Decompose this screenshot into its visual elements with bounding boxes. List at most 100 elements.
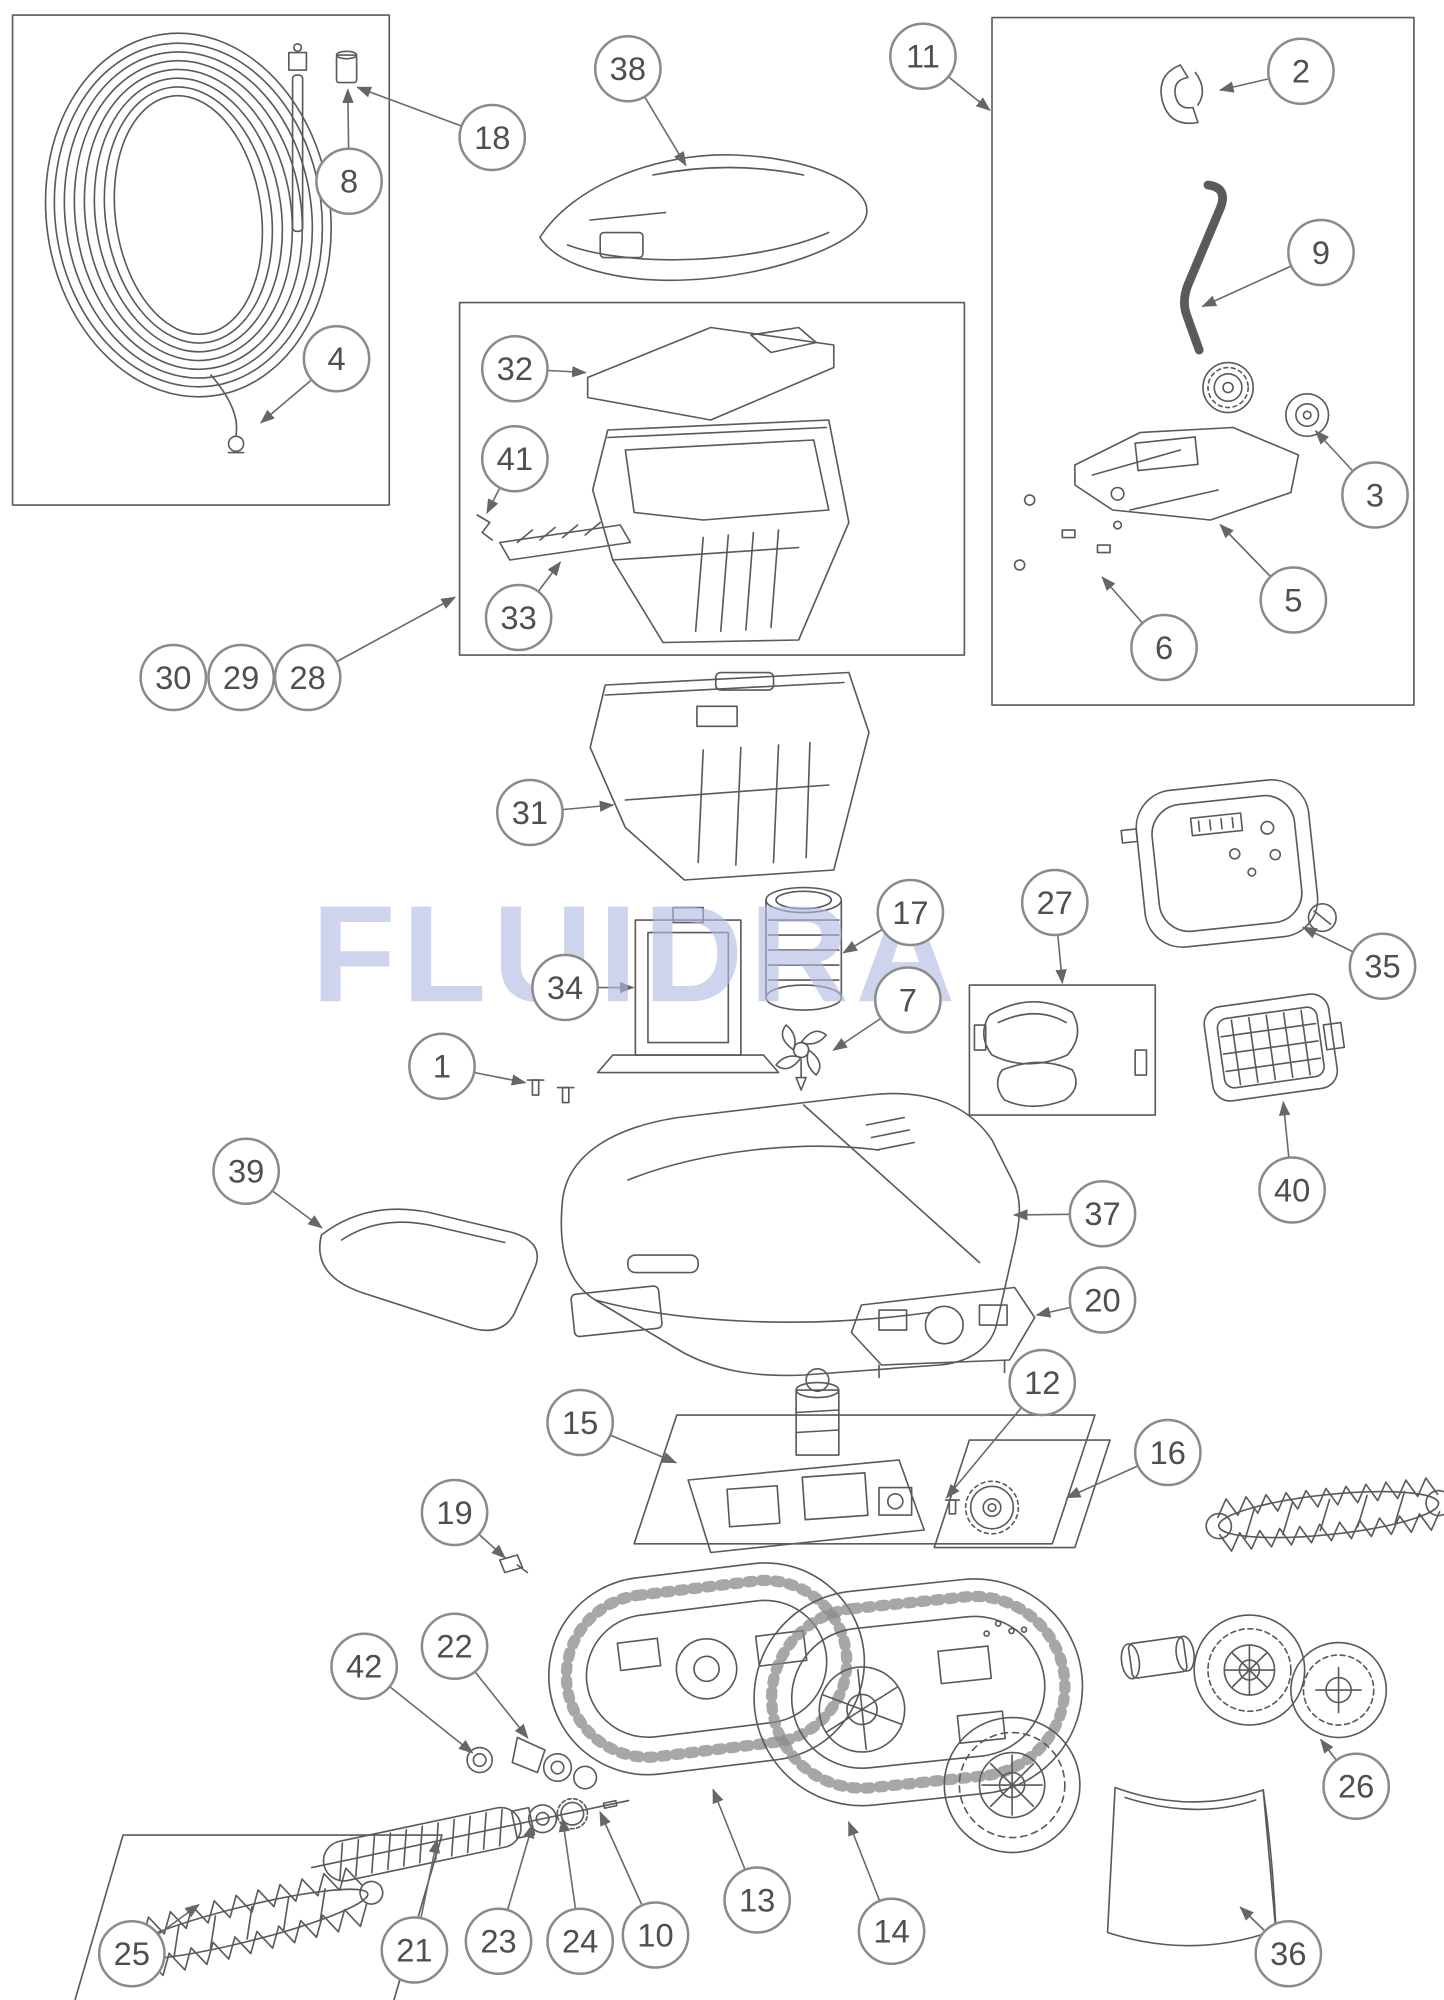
leader-line-38 (644, 96, 687, 167)
callout-24: 24 (546, 1907, 615, 1975)
callout-41: 41 (480, 425, 549, 493)
part-filter-cartridge (765, 886, 843, 1011)
callout-15: 15 (546, 1388, 615, 1457)
callout-29: 29 (207, 643, 275, 712)
watermark: FLUIDRA (311, 877, 962, 1032)
leader-line-9 (1201, 265, 1291, 308)
part-tray (586, 326, 835, 421)
part-basket-top (476, 419, 850, 644)
callout-9: 9 (1287, 218, 1355, 287)
callout-38: 38 (593, 35, 662, 103)
part-track-right (753, 1578, 1084, 1854)
leader-line-3 (1314, 430, 1353, 471)
part-bracket (850, 1286, 1036, 1379)
leader-line-33 (538, 561, 562, 592)
leader-line-17 (842, 929, 883, 954)
callout-32: 32 (480, 335, 549, 403)
part-handle-assembly (1013, 64, 1330, 571)
callout-20: 20 (1068, 1266, 1137, 1334)
leader-line-2 (1218, 78, 1269, 93)
part-gear (944, 1480, 1020, 1535)
leader-line-22 (474, 1671, 529, 1739)
leader-line-40 (1278, 1100, 1291, 1158)
callout-36: 36 (1254, 1920, 1323, 1988)
leader-line-42 (389, 1686, 474, 1754)
part-swivel-assembly (466, 1554, 598, 1790)
leader-line-36 (1239, 1906, 1265, 1932)
callout-26: 26 (1322, 1752, 1391, 1820)
leader-line-8 (342, 88, 354, 149)
leader-line-5 (1219, 523, 1271, 577)
callout-28: 28 (273, 643, 342, 712)
callout-17: 17 (876, 878, 945, 947)
callout-6: 6 (1130, 613, 1198, 682)
part-track-left (547, 1562, 866, 1776)
callout-16: 16 (1133, 1418, 1202, 1487)
leader-line-26 (1320, 1738, 1337, 1761)
leader-line-28 (336, 596, 456, 663)
part-drive-wheels (1120, 1614, 1388, 1739)
leader-line-41 (486, 487, 501, 514)
leader-line-6 (1101, 576, 1143, 623)
callout-40: 40 (1258, 1156, 1327, 1224)
part-bumper-handle (319, 1208, 539, 1332)
part-control-unit (1120, 779, 1337, 948)
part-swivel-connector (287, 42, 358, 233)
callout-23: 23 (464, 1907, 533, 1975)
part-screws (526, 1079, 575, 1104)
part-basket (589, 671, 870, 881)
callout-14: 14 (857, 1897, 926, 1965)
leader-line-35 (1301, 926, 1353, 953)
leader-line-16 (1065, 1465, 1138, 1499)
part-top-cover (539, 154, 868, 282)
callout-42: 42 (330, 1632, 399, 1700)
leader-line-11 (948, 76, 991, 112)
leader-line-31 (562, 800, 615, 812)
callout-21: 21 (380, 1916, 449, 1984)
leader-lines (158, 76, 1353, 1935)
callout-37: 37 (1068, 1180, 1137, 1248)
leader-line-21 (420, 1838, 440, 1918)
part-grille (1203, 993, 1346, 1102)
callout-1: 1 (408, 1032, 476, 1100)
leader-line-1 (474, 1071, 527, 1086)
leader-line-7 (832, 1018, 881, 1051)
callout-39: 39 (212, 1137, 281, 1205)
callout-33: 33 (484, 583, 553, 652)
callout-5: 5 (1259, 566, 1328, 634)
callout-27: 27 (1020, 868, 1089, 937)
leader-line-20 (1035, 1306, 1071, 1318)
callout-18: 18 (458, 103, 527, 172)
leader-line-14 (848, 1820, 881, 1901)
leader-line-10 (599, 1811, 643, 1906)
part-filter-screen (596, 906, 780, 1074)
leader-line-37 (1012, 1209, 1070, 1221)
leader-line-39 (272, 1190, 323, 1229)
leader-line-13 (712, 1788, 746, 1870)
callout-12: 12 (1008, 1348, 1077, 1417)
leader-line-25 (158, 1904, 200, 1935)
leader-line-18 (356, 86, 462, 127)
callout-11: 11 (889, 22, 957, 90)
callout-13: 13 (723, 1866, 792, 1934)
callout-22: 22 (420, 1612, 489, 1680)
leader-line-15 (610, 1434, 678, 1464)
callout-30: 30 (139, 643, 208, 712)
leader-line-4 (259, 379, 312, 424)
part-flaps (973, 1001, 1148, 1108)
leader-line-19 (478, 1534, 507, 1559)
callout-3: 3 (1341, 461, 1409, 529)
leader-line-27 (1055, 935, 1067, 985)
part-impeller (775, 1024, 828, 1091)
leader-line-24 (558, 1817, 577, 1909)
callout-7: 7 (873, 966, 942, 1034)
callout-10: 10 (621, 1901, 690, 1969)
callout-4: 4 (302, 325, 371, 393)
leader-line-32 (547, 366, 587, 378)
callout-8: 8 (315, 147, 383, 215)
callout-35: 35 (1348, 932, 1417, 1000)
part-motor-block (687, 1367, 926, 1554)
